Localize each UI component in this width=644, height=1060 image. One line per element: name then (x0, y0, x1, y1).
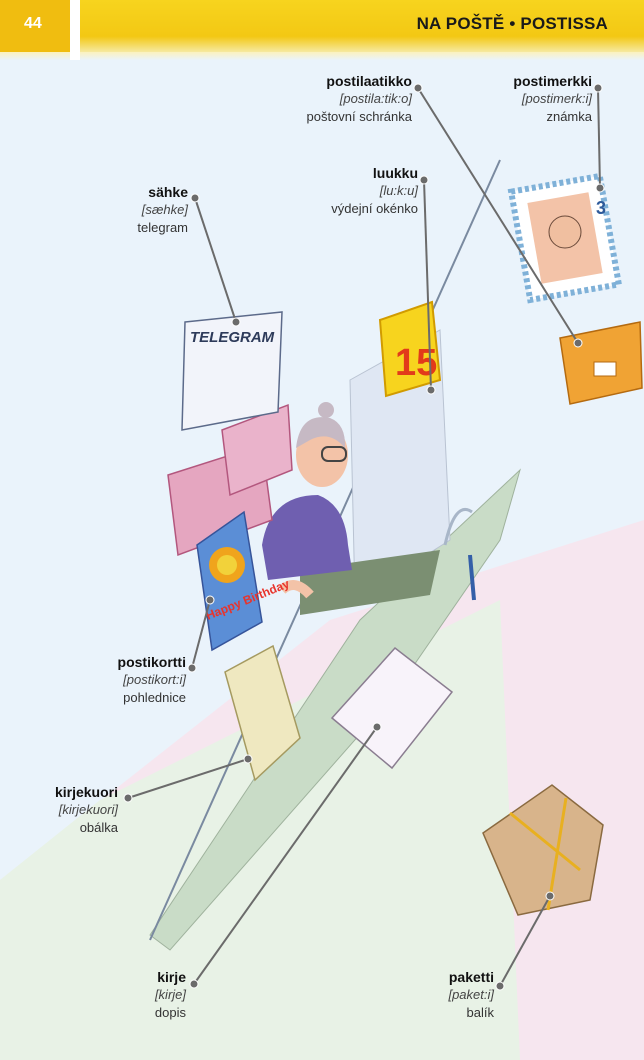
stamp-value: 3 (596, 198, 606, 218)
leader-kirje (193, 726, 378, 985)
page-number-box (0, 0, 70, 52)
clerk-hair (296, 417, 346, 448)
page-header (0, 0, 644, 52)
window-sign (378, 300, 442, 398)
envelope (224, 644, 301, 782)
label-luukku: luukku [lu:k:u] výdejní okénko (331, 165, 418, 216)
label-kirje: kirje [kirje] dopis (154, 969, 186, 1020)
leader-paketti (499, 895, 551, 987)
mailbox-envelope (593, 361, 617, 377)
header-divider (70, 0, 80, 60)
header-stripe (0, 52, 644, 60)
leader-postilaatikko (417, 87, 579, 344)
package (482, 784, 604, 916)
telegram-form (181, 311, 283, 431)
page-title: NA POŠTĚ • POSTISSA (416, 14, 608, 33)
page-number: 44 (24, 15, 42, 32)
leader-sahke (194, 197, 237, 323)
letter (330, 646, 454, 770)
label-postikortti: postikortti [postikort:i] pohlednice (117, 654, 186, 705)
leader-luukku (423, 179, 432, 391)
telegram-text: TELEGRAM (190, 329, 275, 346)
clerk-hand (278, 580, 314, 599)
label-kirjekuori: kirjekuori [kirjekuori] obálka (54, 784, 118, 835)
package-string (509, 811, 581, 872)
leader-postikortti (191, 599, 211, 669)
clerk-glasses (321, 446, 347, 462)
label-paketti: paketti [paket:i] balík (448, 969, 494, 1020)
leader-postimerkki (597, 87, 601, 189)
pen (468, 554, 476, 601)
clerk-body (262, 495, 352, 580)
label-sahke: sähke [sæhke] telegram (137, 184, 188, 235)
leader-kirjekuori (127, 758, 249, 799)
label-postimerkki: postimerkki [postimerk:i] známka (513, 73, 592, 124)
clerk-bun (318, 402, 334, 418)
label-postilaatikko: postilaatikko [postila:tik:o] poštovní s… (306, 73, 412, 124)
desk-lamp (443, 508, 473, 546)
